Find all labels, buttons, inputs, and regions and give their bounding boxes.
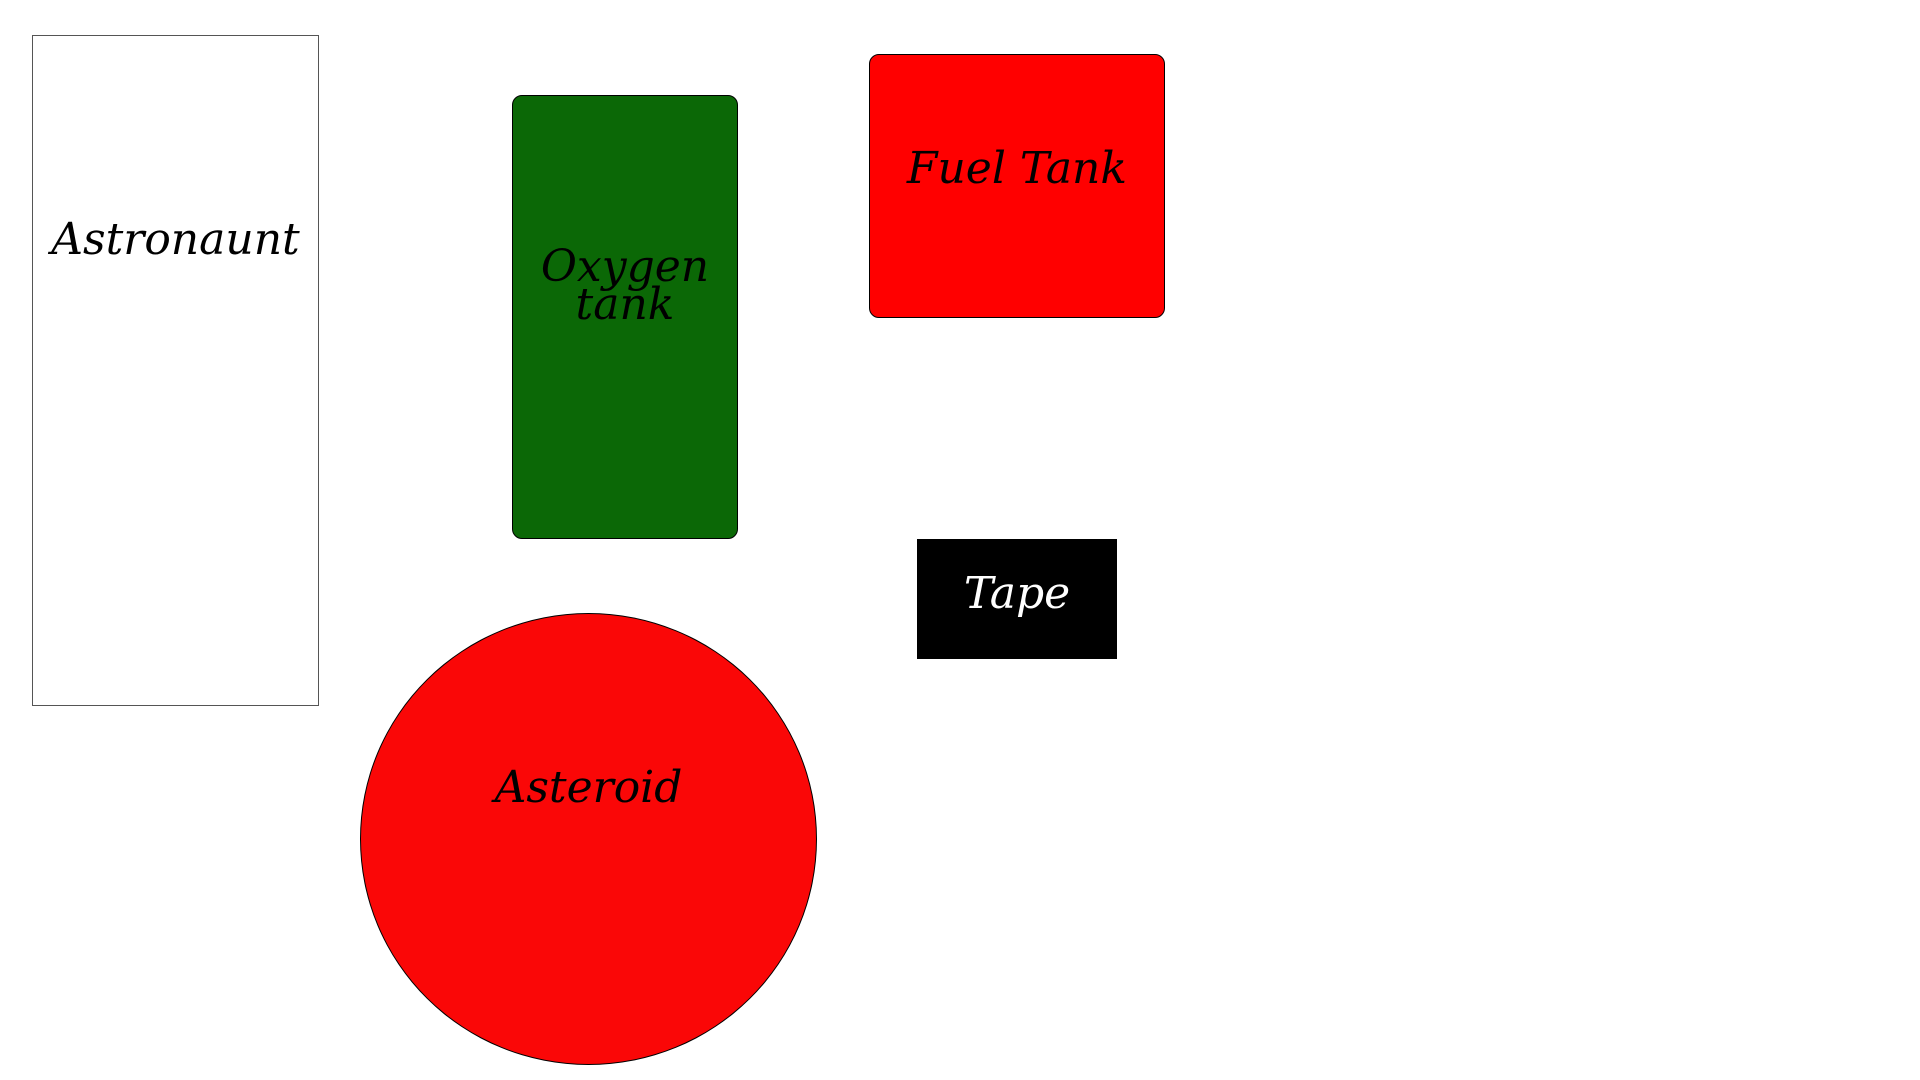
asteroid-sprite[interactable]: Asteroid	[360, 613, 817, 1065]
asteroid-label: Asteroid	[494, 762, 683, 813]
fuel-tank-label: Fuel Tank	[906, 143, 1128, 194]
fuel-tank-sprite[interactable]: Fuel Tank	[869, 54, 1165, 318]
astronaut-label: Astronaunt	[51, 214, 300, 265]
tape-sprite[interactable]: Tape	[917, 539, 1117, 659]
oxygen-tank-sprite[interactable]: Oxygen tank	[512, 95, 738, 539]
astronaut-sprite[interactable]: Astronaunt	[32, 35, 319, 706]
oxygen-tank-label: Oxygen tank	[540, 241, 710, 330]
tape-label: Tape	[963, 568, 1071, 619]
